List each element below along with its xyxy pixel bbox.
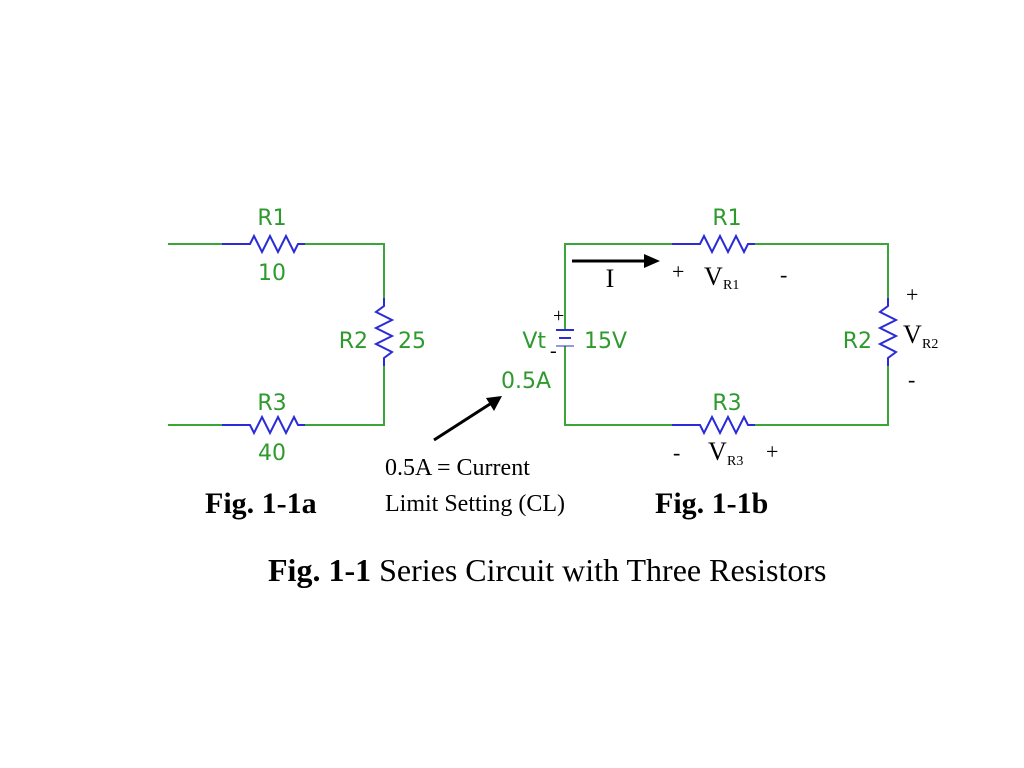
fig-1-1b: R1 R2 R3 Vt 15V + - 0.5A I + V R1 - + V … (501, 206, 938, 520)
note-arrow (433, 396, 502, 442)
current-label: I (606, 264, 615, 293)
fig-a-r3-value: 40 (258, 441, 286, 466)
fig-a-r3-label: R3 (257, 391, 286, 416)
vr2-label: + V R2 - (903, 282, 938, 392)
source-voltage: 15V (584, 329, 627, 354)
main-caption-text: Series Circuit with Three Resistors (371, 552, 826, 588)
svg-text:V: V (708, 437, 727, 466)
fig-b-caption: Fig. 1-1b (655, 487, 768, 520)
fig-1-1a: R1 10 R2 25 R3 40 Fig. 1-1a (168, 206, 426, 520)
fig-a-caption: Fig. 1-1a (205, 487, 317, 520)
fig-a-r1-label: R1 (257, 206, 286, 231)
note-line-1: 0.5A = Current (385, 455, 530, 481)
source-minus-sign: - (550, 340, 557, 362)
svg-text:+: + (766, 439, 778, 464)
svg-text:R3: R3 (727, 454, 743, 469)
svg-text:+: + (906, 282, 918, 307)
fig-b-right-bottom-wire (755, 366, 889, 426)
source-name: Vt (522, 329, 546, 354)
fig-a-r2-label: R2 (339, 329, 368, 354)
vr1-label: + V R1 - (672, 259, 787, 293)
fig-a-right-lower-wire (305, 366, 385, 426)
fig-a-r1-resistor (222, 233, 305, 255)
fig-a-right-wire (305, 243, 385, 298)
fig-b-top-right-wire (755, 243, 889, 298)
svg-text:+: + (672, 259, 684, 284)
fig-b-r2-resistor (877, 298, 899, 366)
svg-text:V: V (903, 320, 922, 349)
svg-text:-: - (780, 262, 787, 287)
main-caption-bold: Fig. 1-1 (268, 552, 371, 588)
vr3-label: - V R3 + (673, 437, 778, 469)
fig-a-r2-value: 25 (398, 329, 426, 354)
current-limit-note: 0.5A = Current Limit Setting (CL) (385, 396, 565, 517)
svg-text:-: - (908, 367, 915, 392)
fig-a-r3-resistor (222, 414, 305, 436)
fig-b-r2-label: R2 (843, 329, 872, 354)
note-line-2: Limit Setting (CL) (385, 491, 565, 517)
fig-b-left-top-wire (564, 243, 672, 330)
battery-symbol (556, 329, 574, 347)
fig-a-r1-value: 10 (258, 261, 286, 286)
fig-a-r2-resistor (373, 298, 395, 366)
svg-text:R1: R1 (723, 278, 739, 293)
svg-text:R2: R2 (922, 337, 938, 352)
current-arrow (572, 254, 660, 268)
main-caption: Fig. 1-1 Series Circuit with Three Resis… (268, 552, 826, 588)
fig-b-left-bottom-wire (564, 346, 672, 426)
fig-b-r1-label: R1 (712, 206, 741, 231)
current-limit-value: 0.5A (501, 369, 551, 394)
fig-b-r3-resistor (672, 414, 755, 436)
svg-text:-: - (673, 440, 680, 465)
svg-text:V: V (704, 262, 723, 291)
source-plus-sign: + (553, 305, 564, 327)
fig-b-r1-resistor (672, 233, 755, 255)
fig-b-r3-label: R3 (712, 391, 741, 416)
